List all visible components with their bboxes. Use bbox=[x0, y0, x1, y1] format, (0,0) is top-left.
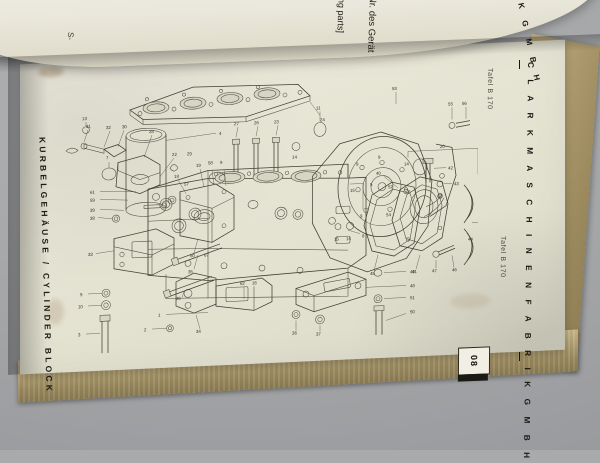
svg-text:4: 4 bbox=[219, 131, 222, 136]
svg-text:54: 54 bbox=[386, 212, 391, 217]
svg-text:39: 39 bbox=[90, 208, 95, 213]
upper-page-header-a: Nr. des Gerät bbox=[365, 0, 378, 53]
svg-text:3: 3 bbox=[78, 332, 81, 337]
banner-rule-top bbox=[519, 60, 520, 69]
svg-text:40: 40 bbox=[376, 171, 381, 176]
plate-label-top: Tafel B 170 bbox=[486, 68, 493, 110]
photo-scene: 24 4 13 7 bbox=[0, 0, 600, 450]
svg-text:35: 35 bbox=[188, 269, 193, 274]
svg-text:62: 62 bbox=[240, 281, 245, 286]
svg-text:11: 11 bbox=[316, 105, 321, 110]
svg-text:9: 9 bbox=[356, 162, 359, 167]
svg-text:36: 36 bbox=[292, 330, 297, 335]
svg-text:10: 10 bbox=[78, 304, 83, 309]
svg-text:1: 1 bbox=[158, 313, 161, 318]
svg-text:28: 28 bbox=[149, 129, 154, 134]
svg-text:37: 37 bbox=[316, 331, 321, 336]
open-book: 24 4 13 7 bbox=[0, 0, 600, 450]
svg-text:34: 34 bbox=[196, 329, 201, 334]
upper-page-header-c: S- bbox=[66, 32, 76, 41]
page-number: 08 bbox=[469, 355, 479, 367]
svg-text:20: 20 bbox=[440, 144, 445, 149]
svg-text:52: 52 bbox=[388, 184, 393, 189]
svg-text:9: 9 bbox=[360, 213, 363, 218]
svg-text:27: 27 bbox=[234, 121, 239, 126]
svg-text:9: 9 bbox=[378, 155, 381, 160]
plate-label-bottom: Tafel B 170 bbox=[499, 236, 506, 278]
svg-text:58: 58 bbox=[208, 160, 213, 165]
svg-text:19: 19 bbox=[196, 163, 201, 168]
svg-text:48: 48 bbox=[410, 283, 415, 288]
svg-text:42: 42 bbox=[448, 165, 453, 170]
svg-text:55: 55 bbox=[448, 101, 453, 106]
svg-text:23: 23 bbox=[274, 119, 279, 124]
page-number-box: 08 bbox=[458, 346, 490, 375]
svg-text:7: 7 bbox=[106, 155, 109, 160]
svg-text:56: 56 bbox=[462, 101, 467, 106]
svg-text:26: 26 bbox=[254, 120, 259, 125]
svg-text:30: 30 bbox=[122, 124, 127, 129]
svg-text:8: 8 bbox=[362, 233, 365, 238]
svg-text:38: 38 bbox=[90, 216, 95, 221]
svg-text:14: 14 bbox=[404, 161, 409, 166]
svg-text:32: 32 bbox=[106, 125, 111, 130]
svg-text:2: 2 bbox=[144, 327, 147, 332]
upper-page-header-b: ng parts] bbox=[335, 0, 346, 33]
svg-text:33: 33 bbox=[88, 252, 93, 257]
exploded-parts-drawing: 24 4 13 7 bbox=[48, 54, 478, 356]
svg-text:15: 15 bbox=[350, 188, 355, 193]
svg-text:50: 50 bbox=[410, 309, 415, 314]
svg-text:14: 14 bbox=[292, 154, 297, 159]
svg-text:6: 6 bbox=[408, 189, 411, 194]
svg-text:57: 57 bbox=[184, 181, 189, 186]
svg-text:15: 15 bbox=[334, 237, 339, 242]
svg-text:59: 59 bbox=[90, 198, 95, 203]
svg-text:51: 51 bbox=[410, 295, 415, 300]
svg-text:36: 36 bbox=[176, 296, 181, 301]
svg-text:45: 45 bbox=[370, 271, 375, 276]
svg-text:22: 22 bbox=[172, 152, 177, 157]
svg-text:31: 31 bbox=[86, 124, 91, 129]
svg-text:29: 29 bbox=[187, 151, 192, 156]
svg-text:61: 61 bbox=[90, 190, 95, 195]
svg-text:18: 18 bbox=[174, 174, 179, 179]
svg-text:46: 46 bbox=[452, 267, 457, 272]
banner-rule-bottom bbox=[519, 352, 520, 361]
svg-text:24: 24 bbox=[320, 117, 325, 122]
svg-text:44: 44 bbox=[468, 236, 473, 241]
svg-text:9: 9 bbox=[80, 292, 83, 297]
svg-text:16: 16 bbox=[252, 280, 257, 285]
svg-text:47: 47 bbox=[432, 268, 437, 273]
svg-text:53: 53 bbox=[392, 86, 397, 91]
svg-text:9: 9 bbox=[220, 160, 223, 165]
svg-text:13: 13 bbox=[82, 116, 87, 121]
svg-text:41: 41 bbox=[412, 269, 417, 274]
svg-text:14: 14 bbox=[346, 236, 351, 241]
svg-text:43: 43 bbox=[454, 181, 459, 186]
